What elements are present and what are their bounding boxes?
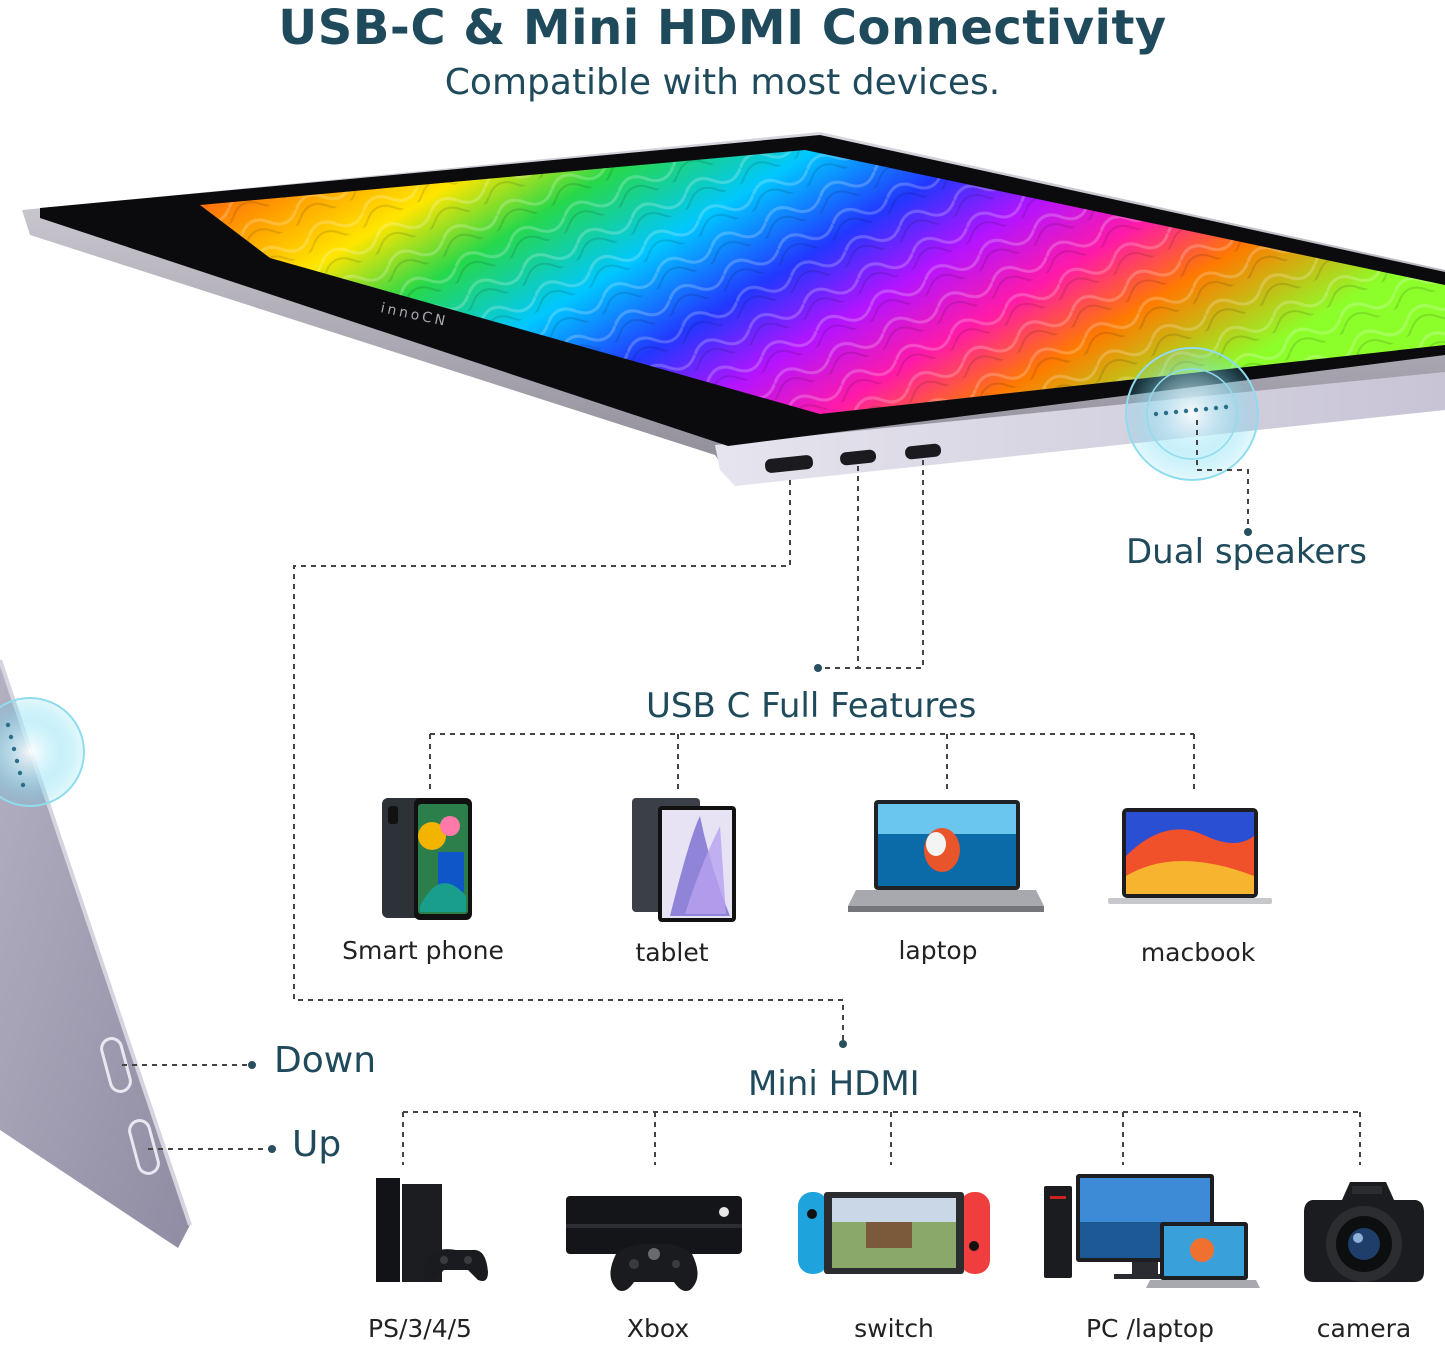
device-label-tablet: tablet <box>635 938 709 967</box>
macbook-icon <box>1106 806 1274 908</box>
monitor-side-view <box>0 659 192 1248</box>
device-label-camera: camera <box>1316 1314 1412 1343</box>
page-subtitle: Compatible with most devices. <box>444 62 1001 103</box>
usb-c-port-1 <box>840 449 877 466</box>
switch-icon <box>796 1188 992 1278</box>
mini-hdmi-label: Mini HDMI <box>748 1064 920 1104</box>
pc-laptop-icon <box>1042 1172 1262 1292</box>
smartphone-icon <box>380 796 476 922</box>
up-label: Up <box>292 1124 342 1165</box>
usb-c-port-2 <box>905 443 942 460</box>
device-label-playstation: PS/3/4/5 <box>368 1314 472 1343</box>
page-title: USB-C & Mini HDMI Connectivity <box>278 0 1167 56</box>
usb-c-label: USB C Full Features <box>646 686 977 726</box>
down-label: Down <box>274 1040 377 1081</box>
device-label-smartphone: Smart phone <box>342 936 504 965</box>
connector-lines <box>122 420 1361 1165</box>
camera-icon <box>1302 1174 1426 1290</box>
down-button <box>100 1037 132 1093</box>
mini-hdmi-port <box>764 455 814 473</box>
device-label-xbox: Xbox <box>626 1314 690 1343</box>
xbox-icon <box>564 1194 744 1298</box>
device-label-pc-laptop: PC /laptop <box>1085 1314 1214 1343</box>
device-label-switch: switch <box>854 1314 934 1343</box>
device-label-macbook: macbook <box>1140 938 1256 967</box>
playstation-icon <box>372 1176 490 1288</box>
up-button <box>128 1119 160 1175</box>
dual-speakers-label: Dual speakers <box>1126 532 1367 572</box>
speaker-glow <box>1125 347 1259 481</box>
portable-monitor <box>22 132 1445 486</box>
laptop-icon <box>846 798 1046 916</box>
tablet-icon <box>630 796 740 926</box>
device-label-laptop: laptop <box>898 936 978 965</box>
